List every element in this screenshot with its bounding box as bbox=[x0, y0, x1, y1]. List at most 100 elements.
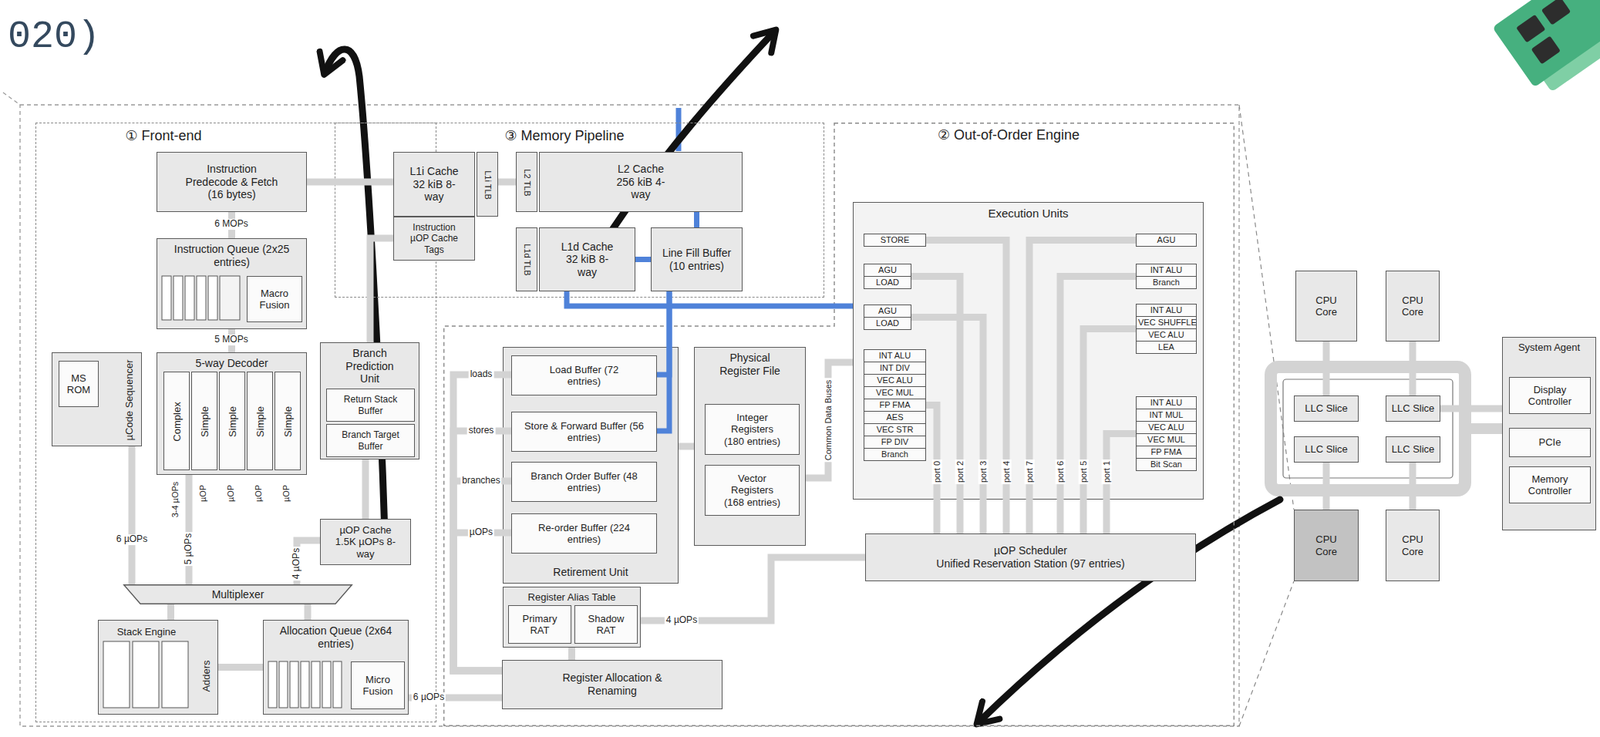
block-label: System Agent bbox=[1518, 341, 1580, 354]
bus-connector bbox=[453, 481, 512, 671]
bus-connector bbox=[370, 238, 394, 343]
alloc-slot bbox=[311, 661, 320, 708]
chip-board bbox=[1509, 0, 1600, 92]
region-title: ② Out-of-Order Engine bbox=[937, 127, 1080, 144]
queue-slot bbox=[196, 276, 206, 320]
bus-connector bbox=[498, 178, 516, 186]
bus-connector bbox=[1440, 405, 1503, 413]
unit-label: VEC STR bbox=[864, 424, 926, 437]
port-label: port 1 bbox=[1101, 459, 1112, 485]
block-label: L2 TLB bbox=[522, 168, 533, 196]
block-box: Branch Target Buffer bbox=[326, 424, 415, 458]
block-label: Macro Fusion bbox=[251, 287, 298, 312]
block-box: 5-way DecoderComplexSimpleSimpleSimpleSi… bbox=[156, 352, 307, 475]
unit-stack: INT ALUVEC SHUFFLEVEC ALULEA bbox=[1135, 303, 1197, 354]
alloc-slot bbox=[300, 661, 310, 708]
bus-connector bbox=[1409, 462, 1417, 510]
bus-connector bbox=[926, 240, 1007, 535]
edge-label: 6 µOPs bbox=[114, 534, 149, 546]
block-box: Micro Fusion bbox=[350, 661, 405, 710]
bus-connector bbox=[453, 431, 512, 671]
edge-label: stores bbox=[467, 425, 496, 437]
block-box: Vector Registers (168 entries) bbox=[704, 464, 800, 516]
ring-bus bbox=[1270, 367, 1466, 491]
memory-bus bbox=[656, 291, 670, 432]
block-label: CPU Core bbox=[1393, 533, 1432, 558]
queue-slot bbox=[185, 276, 195, 320]
bus-connector bbox=[568, 647, 576, 661]
region-dashed-outline bbox=[444, 123, 1235, 727]
block-label: Line Fill Buffer (10 entries) bbox=[660, 246, 734, 273]
bus-connector bbox=[167, 604, 175, 620]
edge-label: 4 µOPs bbox=[291, 546, 303, 581]
region-frame: ② Out-of-Order EngineExecution UnitsSTOR… bbox=[443, 122, 1235, 727]
block-label: Display Controller bbox=[1519, 384, 1581, 408]
unit-label: AGU bbox=[864, 264, 911, 277]
bus-connector bbox=[678, 443, 694, 451]
unit-label: AGU bbox=[1136, 234, 1196, 246]
block-box: Branch Order Buffer (48 entries) bbox=[511, 461, 657, 502]
block-box: LLC Slice bbox=[1385, 395, 1441, 422]
queue-slot bbox=[173, 276, 183, 320]
block-box: Simple bbox=[218, 371, 246, 471]
unit-stack: AGULOAD bbox=[863, 263, 912, 290]
bus-connector bbox=[306, 178, 394, 186]
block-label: Branch Target Buffer bbox=[332, 429, 410, 452]
block-label: Unified Reservation Station (97 entries) bbox=[936, 557, 1125, 571]
block-label: Re-order Buffer (224 entries) bbox=[530, 522, 639, 546]
unit-stack: AGULOAD bbox=[863, 304, 912, 331]
block-box: Instruction µOP Cache Tags bbox=[393, 216, 475, 261]
block-label: Simple bbox=[198, 406, 211, 438]
adder-bar bbox=[132, 641, 159, 708]
chip-die bbox=[1515, 14, 1546, 44]
bus-label: 3-4 µOPs bbox=[170, 480, 181, 520]
memory-bus bbox=[656, 291, 670, 375]
unit-stack: INT ALUBranch bbox=[1135, 263, 1197, 290]
block-box: Simple bbox=[274, 371, 301, 471]
block-label: L1d Cache 32 kiB 8-way bbox=[556, 240, 619, 280]
alloc-slot bbox=[279, 661, 288, 708]
block-label: Instruction Queue (2x25 entries) bbox=[174, 242, 290, 269]
zoom-line bbox=[1239, 104, 1294, 510]
block-label: L1d TLB bbox=[522, 243, 533, 276]
port-label: port 0 bbox=[932, 459, 943, 485]
queue-slot bbox=[208, 276, 218, 320]
block-label: Load Buffer (72 entries) bbox=[542, 363, 627, 388]
unit-stack: STORE bbox=[863, 233, 927, 247]
bus-connector bbox=[1029, 240, 1136, 535]
port-label: port 6 bbox=[1055, 459, 1066, 485]
alloc-slot bbox=[289, 661, 299, 708]
edge-label: 5 µOPs bbox=[183, 532, 195, 566]
block-label: Simple bbox=[254, 406, 267, 438]
block-label: LLC Slice bbox=[1304, 402, 1348, 415]
bus-connector bbox=[1060, 276, 1136, 535]
unit-label: INT DIV bbox=[864, 362, 926, 375]
port-label: port 7 bbox=[1024, 459, 1035, 485]
block-label: L1i Cache 32 kiB 8-way bbox=[403, 165, 465, 204]
block-label: L2 Cache 256 kiB 4-way bbox=[609, 162, 672, 202]
block-label: 5-way Decoder bbox=[195, 357, 268, 371]
unit-label: INT ALU bbox=[1136, 397, 1196, 410]
block-box: L1i Cache 32 kiB 8-way bbox=[393, 151, 475, 217]
queue-slots bbox=[161, 276, 240, 320]
multiplexer-shape: Multiplexer bbox=[123, 584, 353, 605]
block-box: Instruction Queue (2x25 entries) Macro Fu… bbox=[156, 238, 307, 330]
region-title: ① Front-end bbox=[124, 128, 202, 145]
block-box: Primary RAT bbox=[508, 605, 572, 644]
unit-label: AGU bbox=[864, 305, 911, 318]
block-box: System AgentDisplay ControllerPCIeMemory… bbox=[1502, 336, 1597, 531]
unit-label: Branch bbox=[1136, 276, 1196, 289]
block-box: LLC Slice bbox=[1293, 436, 1359, 463]
bus-connector bbox=[640, 557, 866, 621]
unit-stack: AGU bbox=[1135, 233, 1197, 247]
block-label: Execution Units bbox=[987, 206, 1068, 221]
bus-connector bbox=[1323, 341, 1331, 396]
queue-slot bbox=[219, 276, 240, 320]
frame-leader bbox=[3, 92, 21, 105]
block-label: Allocation Queue (2x64 entries) bbox=[270, 624, 402, 651]
block-box: PCIe bbox=[1509, 427, 1591, 458]
block-box: Store & Forward Buffer (56 entries) bbox=[511, 411, 657, 452]
bus-connector bbox=[453, 532, 512, 671]
block-box: Branch Prediction UnitReturn Stack Buffe… bbox=[320, 342, 420, 460]
block-label: Return Stack Buffer bbox=[332, 394, 410, 416]
